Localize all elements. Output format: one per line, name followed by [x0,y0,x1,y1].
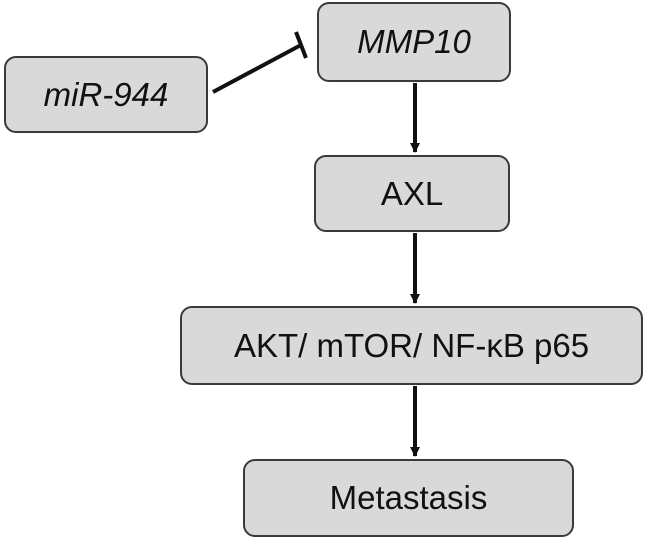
inhibition-bar-icon [294,31,308,59]
node-label: MMP10 [357,23,471,60]
node-label: miR-944 [43,75,169,113]
node-mmp10: MMP10 [317,2,511,82]
node-akt-mtor-nfkb-p65: AKT/ mTOR/ NF-κB p65 [180,306,643,385]
node-label: AKT/ mTOR/ NF-κB p65 [233,326,590,364]
node-metastasis: Metastasis [243,459,574,537]
node-label: Metastasis [329,479,488,516]
inhibition-line [212,43,302,94]
node-axl: AXL [314,155,510,232]
node-label: AXL [380,174,444,212]
node-mir-944: miR-944 [4,56,208,133]
edge-mir944-inhibits-mmp10 [212,31,308,94]
